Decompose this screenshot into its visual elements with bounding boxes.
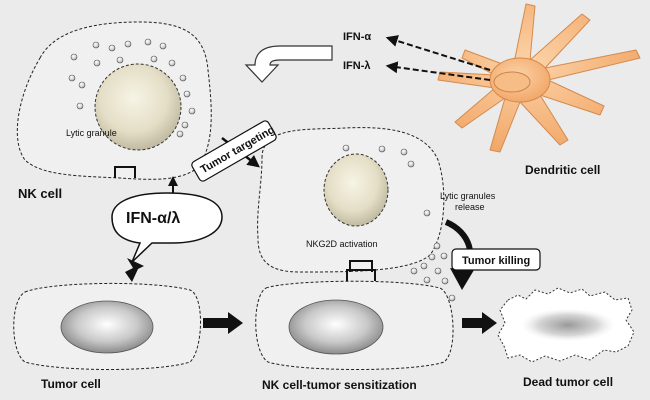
sensitization-label: NK cell-tumor sensitization — [262, 378, 417, 392]
lytic-granules-release-label-2: release — [455, 202, 485, 212]
lytic-granule-label: Lytic granule — [66, 128, 117, 138]
ifn-bubble-label: IFN-α/λ — [126, 210, 180, 227]
bubble-to-tumor-arrow — [125, 258, 144, 282]
tumor-cell-label: Tumor cell — [41, 377, 101, 391]
ifn-lambda-arrow — [385, 61, 491, 81]
sensitized-tumor-nucleus — [288, 299, 384, 355]
released-granules — [410, 242, 456, 302]
release-arrow-head — [450, 268, 474, 290]
activated-nk-granules — [342, 144, 431, 217]
nk-lytic-granules — [68, 38, 196, 138]
nk-cell-label: NK cell — [18, 186, 62, 201]
ifn-alpha-label: IFN-α — [343, 31, 371, 43]
nkg2d-receptor — [349, 260, 373, 272]
ifn-bubble — [111, 192, 223, 263]
tumor-killing-box — [451, 248, 541, 271]
nkg2d-ligand — [346, 269, 376, 281]
dendritic-cell — [437, 3, 641, 153]
dead-tumor-cell-label: Dead tumor cell — [523, 375, 613, 389]
tumor-to-sensitized-arrow — [203, 312, 243, 334]
nkg2d-activation-label: NKG2D activation — [306, 239, 378, 249]
dead-tumor-nucleus — [522, 309, 614, 341]
signal-curved-arrow — [244, 45, 333, 83]
tumor-killing-label: Tumor killing — [462, 255, 530, 267]
nk-receptor — [114, 166, 136, 178]
lytic-granules-release-label-1: Lytic granules — [440, 191, 496, 201]
ifn-lambda-label: IFN-λ — [343, 60, 371, 72]
nk-cell-nucleus — [94, 63, 182, 151]
sensitized-to-dead-arrow — [462, 312, 497, 334]
dendritic-cell-label: Dendritic cell — [525, 163, 600, 177]
tumor-cell-nucleus — [60, 300, 154, 354]
activated-nk-nucleus — [323, 153, 389, 227]
dendritic-nucleus — [493, 71, 531, 93]
